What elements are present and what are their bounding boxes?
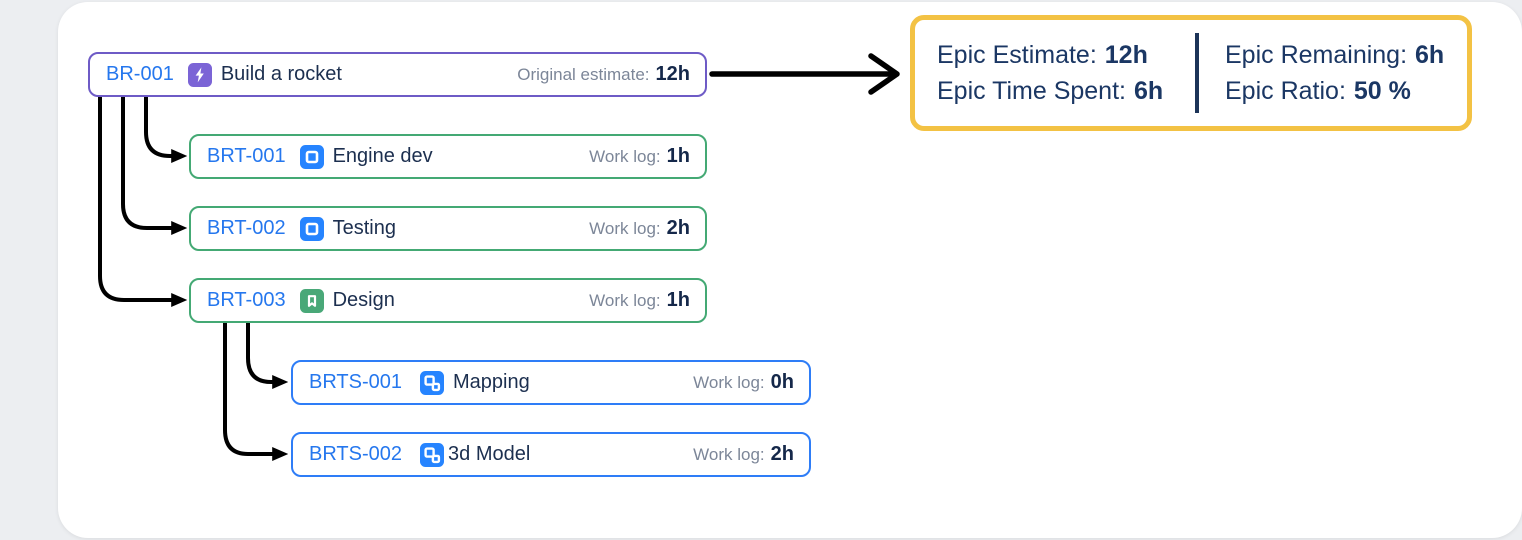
stat-value: 50 % (1353, 76, 1411, 105)
subtask-icon (420, 370, 445, 395)
task-node: BRT-001 Engine dev Work log: 1h (189, 134, 707, 179)
subtask-node: BRTS-001 Mapping Work log: 0h (291, 360, 811, 405)
worklog-label: Work log: (693, 373, 765, 392)
issue-key: BRT-002 (207, 217, 286, 239)
issue-key: BRTS-001 (309, 371, 403, 393)
issue-key: BRTS-002 (309, 443, 403, 465)
subtask-icon (420, 442, 445, 467)
worklog-label: Work log: (589, 291, 661, 310)
time-tracking: Work log: 2h (693, 443, 794, 466)
subtask-node: BRTS-002 3d Model Work log: 2h (291, 432, 811, 477)
worklog-label: Work log: (589, 147, 661, 166)
issue-summary: Design (332, 289, 395, 311)
stat-epic-remaining: Epic Remaining: 6h (1225, 41, 1444, 70)
issue-summary: Build a rocket (220, 63, 342, 85)
stats-right-column: Epic Remaining: 6h Epic Ratio: 50 % (1225, 41, 1444, 106)
estimate-label: Original estimate: (517, 65, 650, 84)
stat-epic-estimate: Epic Estimate: 12h (937, 41, 1195, 70)
epic-lightning-icon (187, 62, 212, 87)
stats-left-column: Epic Estimate: 12h Epic Time Spent: 6h (937, 41, 1195, 106)
task-node: BRT-002 Testing Work log: 2h (189, 206, 707, 251)
story-node: BRT-003 Design Work log: 1h (189, 278, 707, 323)
stat-value: 6h (1415, 40, 1445, 69)
worklog-label: Work log: (589, 219, 661, 238)
time-tracking: Original estimate: 12h (517, 63, 690, 86)
time-tracking: Work log: 1h (589, 145, 690, 168)
task-icon (299, 216, 324, 241)
stat-epic-ratio: Epic Ratio: 50 % (1225, 77, 1444, 106)
epic-stats-box: Epic Estimate: 12h Epic Time Spent: 6h E… (910, 15, 1472, 131)
stat-label: Epic Remaining: (1225, 40, 1408, 69)
stat-value: 12h (1104, 40, 1148, 69)
stat-label: Epic Ratio: (1225, 76, 1346, 105)
stat-label: Epic Estimate: (937, 40, 1097, 69)
issue-key: BRT-003 (207, 289, 286, 311)
stat-value: 6h (1133, 76, 1164, 105)
time-tracking: Work log: 2h (589, 217, 690, 240)
issue-key: BRT-001 (207, 145, 286, 167)
issue-summary: Engine dev (332, 145, 433, 167)
stats-divider (1195, 33, 1199, 113)
worklog-label: Work log: (693, 445, 765, 464)
stat-epic-time-spent: Epic Time Spent: 6h (937, 77, 1195, 106)
task-icon (299, 144, 324, 169)
issue-key: BR-001 (106, 63, 174, 85)
story-bookmark-icon (299, 288, 324, 313)
worklog-value: 0h (770, 371, 794, 393)
time-tracking: Work log: 0h (693, 371, 794, 394)
time-tracking: Work log: 1h (589, 289, 690, 312)
stat-label: Epic Time Spent: (937, 76, 1126, 105)
issue-summary: Mapping (453, 371, 530, 393)
issue-summary: 3d Model (448, 443, 531, 465)
estimate-value: 12h (655, 63, 690, 85)
worklog-value: 2h (770, 443, 794, 465)
worklog-value: 2h (666, 217, 690, 239)
issue-summary: Testing (332, 217, 396, 239)
epic-node: BR-001 Build a rocket Original estimate:… (88, 52, 707, 97)
worklog-value: 1h (666, 145, 690, 167)
worklog-value: 1h (666, 289, 690, 311)
